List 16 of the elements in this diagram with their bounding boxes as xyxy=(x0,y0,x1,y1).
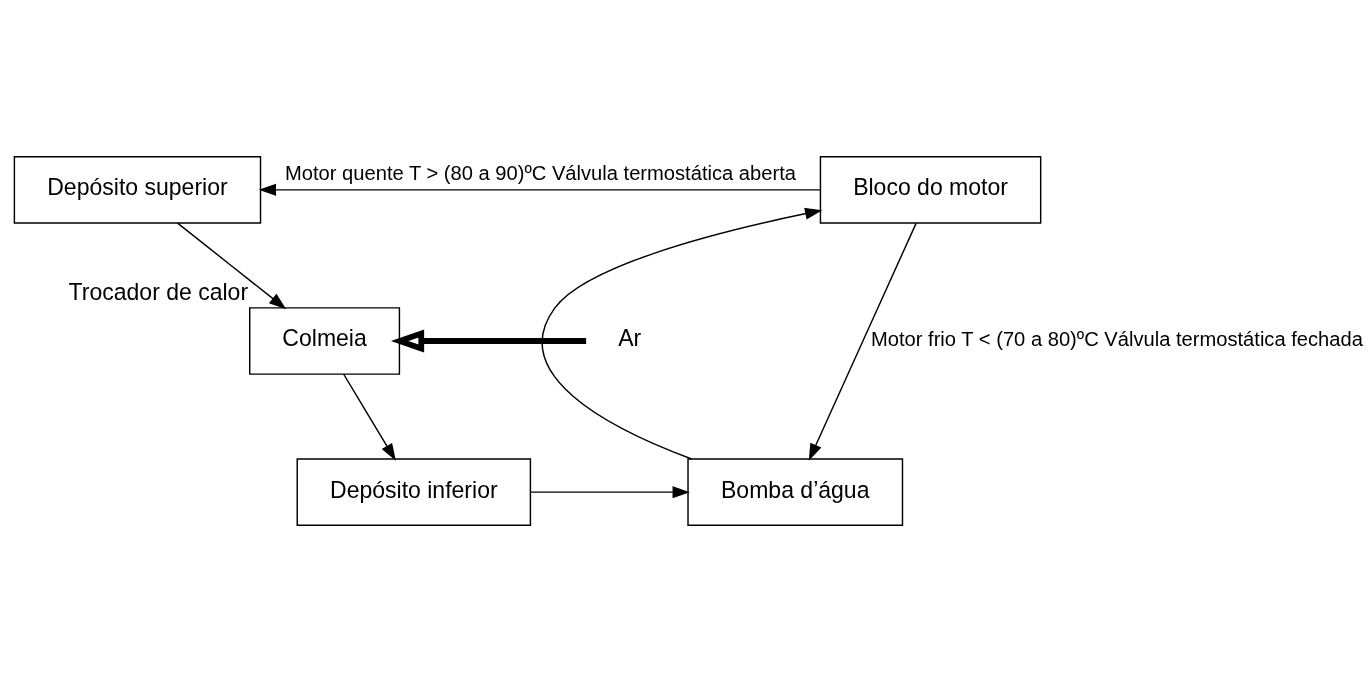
arrow xyxy=(343,373,396,461)
node-text: Ar xyxy=(618,325,642,352)
arrow xyxy=(541,207,823,460)
node-box: Bloco do motor xyxy=(819,156,1042,224)
node-box: Depósito inferior xyxy=(296,458,532,526)
arrow xyxy=(258,183,821,196)
arrow xyxy=(529,486,690,499)
node-box: Depósito superior xyxy=(13,156,262,224)
node-box: Colmeia xyxy=(249,307,401,375)
arrow xyxy=(808,222,917,461)
node-box: Bomba d’água xyxy=(687,458,904,526)
arrow xyxy=(390,329,587,353)
edge-label: Motor quente T > (80 a 90)ºC Válvula termostática aberta xyxy=(285,162,796,185)
arrow xyxy=(176,222,287,310)
node-label: Trocador de calor xyxy=(68,279,249,306)
edge-label: Motor frio T < (70 a 80)ºC Válvula termostática fechada xyxy=(871,328,1363,351)
